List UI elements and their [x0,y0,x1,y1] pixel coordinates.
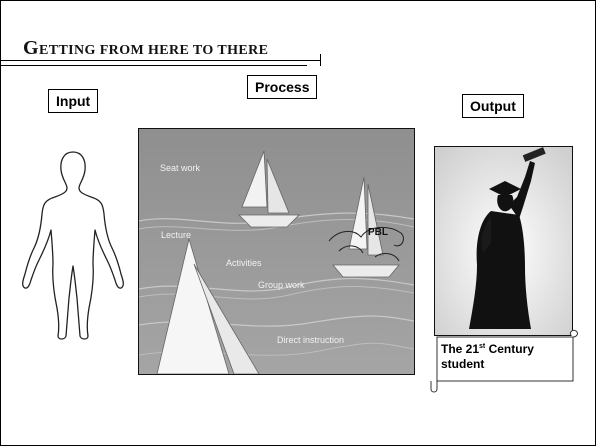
title-initial: G [23,37,39,59]
title-underline-bottom [1,65,307,66]
process-item-seat-work: Seat work [160,163,200,173]
title-rest: ETTING FROM HERE TO THERE [39,43,268,58]
person-outline-icon [17,148,129,343]
caption-line1-suffix: Century [485,342,534,356]
graduate-photo [434,146,573,336]
slide-title: GETTING FROM HERE TO THERE [23,37,268,60]
title-underline-end [320,54,321,66]
process-item-group-work: Group work [258,280,305,290]
caption-line1-prefix: The 21 [441,342,479,356]
process-illustration: Seat work Lecture Activities Group work … [138,128,415,375]
output-label: Output [462,94,524,118]
process-label: Process [247,75,317,99]
pbl-label: PBL [368,227,388,238]
title-underline-top [1,60,321,61]
graduate-silhouette-icon [435,147,572,335]
process-item-lecture: Lecture [161,230,191,240]
caption-line2: student [441,357,484,371]
process-item-activities: Activities [226,258,262,268]
input-label: Input [48,89,98,113]
process-item-direct-instruction: Direct instruction [277,335,344,345]
output-caption: The 21st Century student [441,339,581,372]
